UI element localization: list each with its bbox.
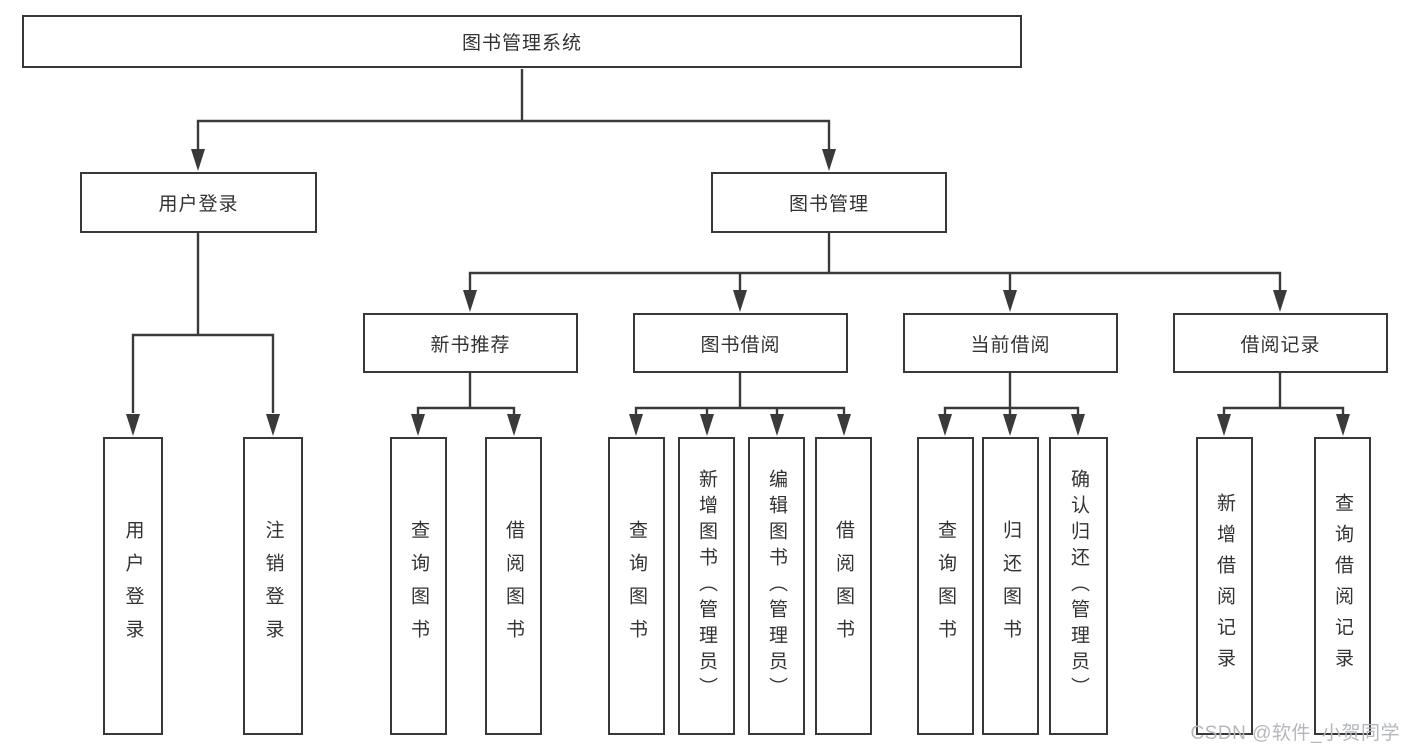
leaf-label: 查询图书 — [408, 520, 429, 652]
arrow-down-icon — [411, 414, 425, 436]
arrow-down-icon — [126, 414, 140, 436]
connector-path — [196, 119, 831, 150]
leaf-logout-login: 注销登录 — [243, 437, 303, 735]
node-book-borrow: 图书借阅 — [633, 313, 848, 373]
connector-path — [416, 406, 516, 414]
arrow-down-icon — [700, 414, 714, 436]
leaf-label: 新增图书（管理员） — [696, 469, 717, 703]
connector-path — [943, 406, 1080, 414]
arrow-down-icon — [507, 414, 521, 436]
node-current-borrow: 当前借阅 — [903, 313, 1118, 373]
leaf-label: 归还图书 — [1000, 520, 1021, 652]
arrow-down-icon — [1273, 290, 1287, 312]
arrow-down-icon — [938, 414, 952, 436]
connector-path — [1222, 406, 1345, 414]
leaf-label: 查询借阅记录 — [1332, 493, 1353, 679]
arrow-down-icon — [770, 414, 784, 436]
leaf-query-books: 查询图书 — [608, 437, 665, 735]
node-user-login: 用户登录 — [80, 172, 317, 233]
leaf-label: 新增借阅记录 — [1214, 493, 1235, 679]
arrow-down-icon — [822, 149, 836, 171]
leaf-add-borrow-record: 新增借阅记录 — [1196, 437, 1253, 735]
csdn-watermark: CSDN @软件_小贺同学 — [1190, 723, 1400, 744]
node-book-management: 图书管理 — [711, 172, 947, 233]
node-borrow-records: 借阅记录 — [1173, 313, 1388, 373]
arrow-down-icon — [266, 414, 280, 436]
leaf-label: 借阅图书 — [833, 520, 854, 652]
arrow-down-icon — [1003, 414, 1017, 436]
connector-path — [468, 271, 1282, 290]
leaf-query-borrow-record: 查询借阅记录 — [1314, 437, 1371, 735]
leaf-query-books: 查询图书 — [917, 437, 974, 735]
leaf-label: 借阅图书 — [503, 520, 524, 652]
connector-path — [131, 333, 275, 413]
leaf-add-books-admin: 新增图书（管理员） — [678, 437, 735, 735]
arrow-down-icon — [1071, 414, 1085, 436]
arrow-down-icon — [1336, 414, 1350, 436]
node-new-book-recommend: 新书推荐 — [363, 313, 578, 373]
arrow-down-icon — [629, 414, 643, 436]
arrow-down-icon — [1003, 290, 1017, 312]
arrow-down-icon — [1217, 414, 1231, 436]
connector-path — [634, 406, 846, 414]
arrow-down-icon — [837, 414, 851, 436]
leaf-query-books: 查询图书 — [390, 437, 447, 735]
leaf-confirm-return-admin: 确认归还（管理员） — [1049, 437, 1108, 735]
leaf-label: 编辑图书（管理员） — [766, 469, 787, 703]
leaf-borrow-books: 借阅图书 — [815, 437, 872, 735]
node-root-system: 图书管理系统 — [22, 15, 1022, 68]
leaf-label: 查询图书 — [626, 520, 647, 652]
leaf-user-login: 用户登录 — [103, 437, 163, 735]
arrow-down-icon — [191, 149, 205, 171]
leaf-label: 查询图书 — [935, 520, 956, 652]
arrow-down-icon — [733, 290, 747, 312]
leaf-edit-books-admin: 编辑图书（管理员） — [748, 437, 805, 735]
leaf-label: 确认归还（管理员） — [1068, 469, 1089, 703]
leaf-borrow-books: 借阅图书 — [485, 437, 542, 735]
leaf-label: 注销登录 — [262, 520, 284, 652]
leaf-label: 用户登录 — [122, 520, 144, 652]
leaf-return-books: 归还图书 — [982, 437, 1039, 735]
arrow-down-icon — [463, 290, 477, 312]
